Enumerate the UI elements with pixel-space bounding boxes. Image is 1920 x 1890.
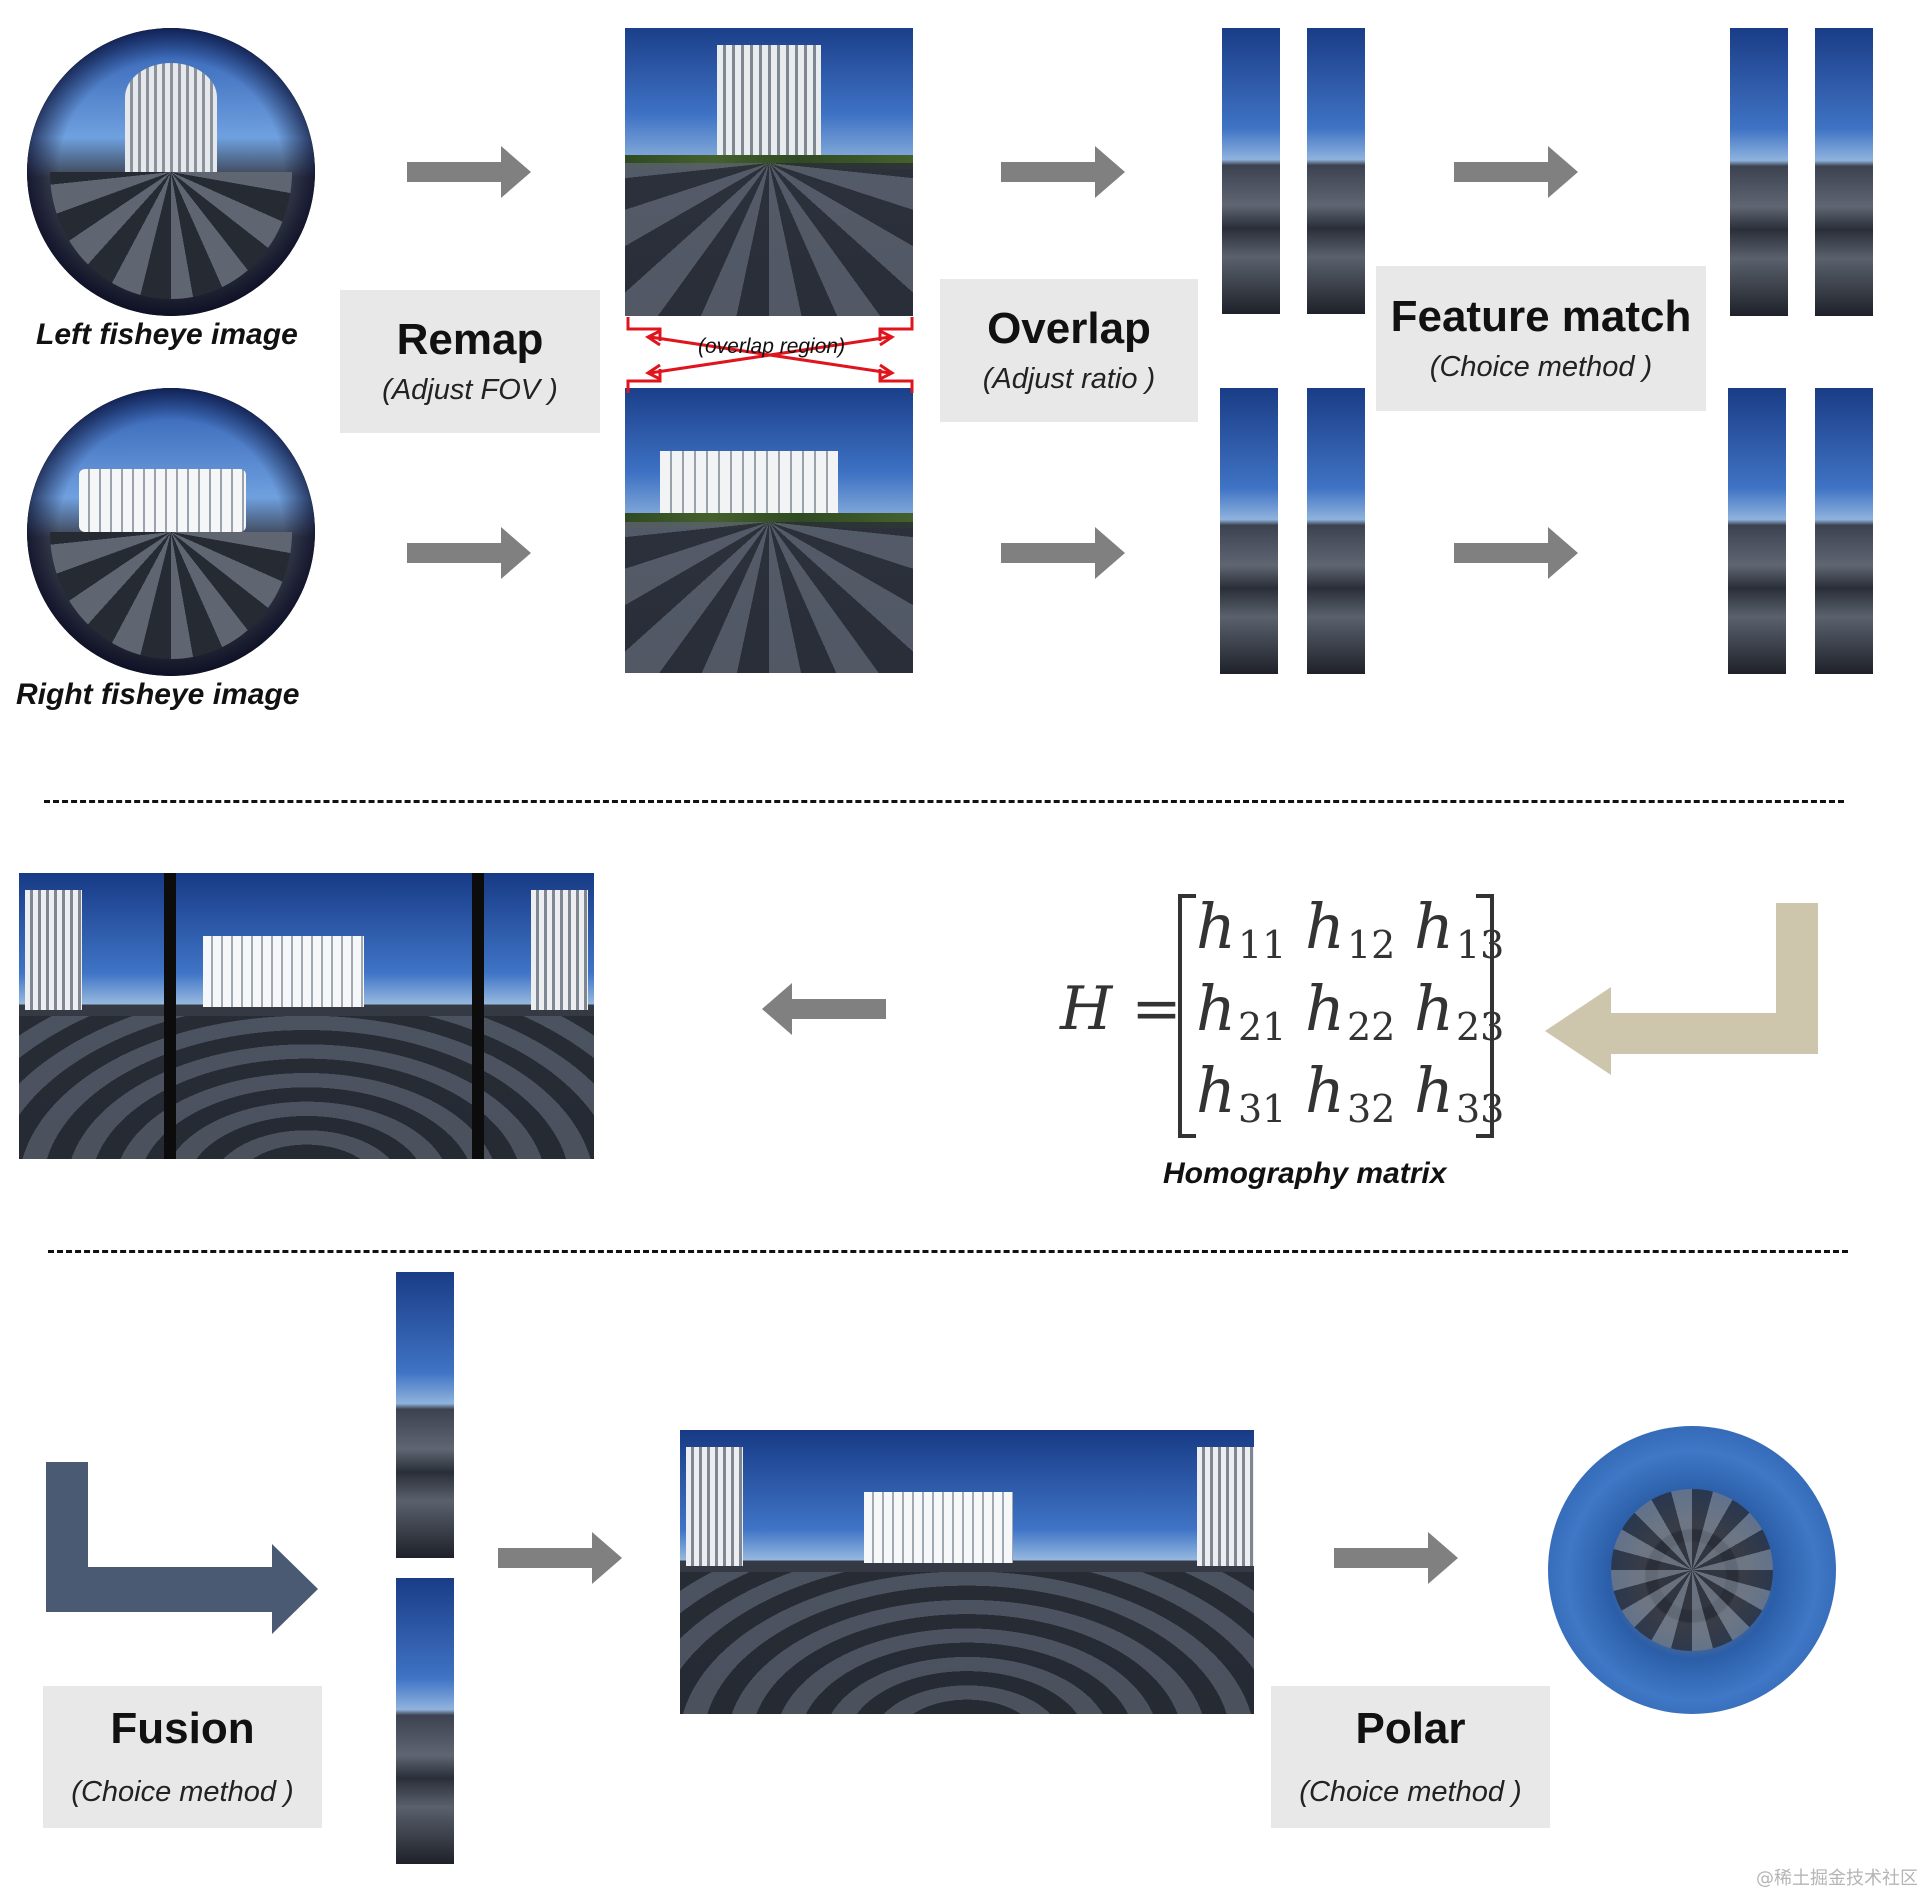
arrow-right-icon	[1454, 146, 1578, 198]
arrow-right-icon	[407, 146, 531, 198]
matrix-cell-h32: h32	[1305, 1054, 1396, 1131]
matrix-cell-h33: h33	[1414, 1054, 1505, 1131]
polar-label-box: Polar (Choice method )	[1271, 1686, 1550, 1828]
fusion-strip-top	[396, 1272, 454, 1558]
overlap-strip-bottom-right	[1307, 388, 1365, 674]
feature-match-title: Feature match	[1390, 291, 1692, 341]
arrow-left-icon	[762, 983, 886, 1035]
fusion-label-box: Fusion (Choice method )	[43, 1686, 322, 1828]
section-divider-2	[48, 1250, 1848, 1253]
left-fisheye-caption: Left fisheye image	[36, 318, 298, 351]
fusion-title: Fusion	[110, 1704, 255, 1754]
remap-label-box: Remap (Adjust FOV )	[340, 290, 600, 433]
matrix-cell-h13: h13	[1414, 890, 1505, 967]
homography-matrix: H = h11 h12 h13 h21 h22 h23 h31 h32 h33	[1060, 890, 1504, 1140]
overlap-label-box: Overlap (Adjust ratio )	[940, 279, 1198, 422]
tan-return-arrow-icon	[1545, 903, 1818, 1075]
right-fisheye-image	[27, 388, 315, 676]
arrow-right-icon	[1454, 527, 1578, 579]
matrix-cell-h31: h31	[1196, 1054, 1287, 1131]
arrow-right-icon	[498, 1532, 622, 1584]
panorama-output-image	[680, 1430, 1254, 1714]
arrow-right-icon	[1334, 1532, 1458, 1584]
overlap-strip-bottom-left	[1220, 388, 1278, 674]
matrix-cell-h11: h11	[1196, 890, 1287, 967]
matched-strip-top-left	[1730, 28, 1788, 316]
arrow-right-icon	[407, 527, 531, 579]
feature-match-label-box: Feature match (Choice method )	[1376, 266, 1706, 411]
matrix-left-bracket	[1178, 894, 1196, 1138]
left-fisheye-image	[27, 28, 315, 316]
overlap-title: Overlap	[987, 303, 1151, 353]
overlap-strip-top-right	[1307, 28, 1365, 314]
arrow-right-icon	[1001, 527, 1125, 579]
polar-subtitle: (Choice method )	[1299, 1775, 1522, 1808]
fusion-strip-bottom	[396, 1578, 454, 1864]
matrix-cell-h12: h12	[1305, 890, 1396, 967]
overlap-region-label: (overlap region)	[698, 335, 846, 358]
matched-strip-bottom-right	[1815, 388, 1873, 674]
matched-strip-top-right	[1815, 28, 1873, 316]
remap-title: Remap	[396, 314, 544, 364]
matrix-cell-h23: h23	[1414, 972, 1505, 1049]
overlap-subtitle: (Adjust ratio )	[982, 363, 1156, 396]
arrow-right-icon	[1001, 146, 1125, 198]
matched-strip-bottom-left	[1728, 388, 1786, 674]
watermark: @稀土掘金技术社区	[1756, 1868, 1918, 1889]
matrix-right-bracket	[1476, 894, 1494, 1138]
stitched-preview-image	[19, 873, 594, 1159]
slate-turn-arrow-icon	[46, 1462, 318, 1634]
remapped-right-image	[625, 388, 913, 673]
fusion-subtitle: (Choice method )	[71, 1775, 294, 1808]
overlap-strip-top-left	[1222, 28, 1280, 314]
matrix-lhs: H =	[1060, 974, 1182, 1044]
right-fisheye-caption: Right fisheye image	[16, 678, 300, 711]
overlap-region-markers	[626, 317, 914, 393]
matrix-cell-h21: h21	[1196, 972, 1287, 1049]
homography-caption: Homography matrix	[1163, 1157, 1447, 1190]
remap-subtitle: (Adjust FOV )	[382, 374, 558, 407]
section-divider-1	[44, 800, 1844, 803]
matrix-cell-h22: h22	[1305, 972, 1396, 1049]
little-planet-output-image	[1548, 1426, 1836, 1714]
polar-title: Polar	[1355, 1704, 1466, 1754]
feature-match-subtitle: (Choice method )	[1429, 351, 1653, 384]
remapped-left-image	[625, 28, 913, 316]
